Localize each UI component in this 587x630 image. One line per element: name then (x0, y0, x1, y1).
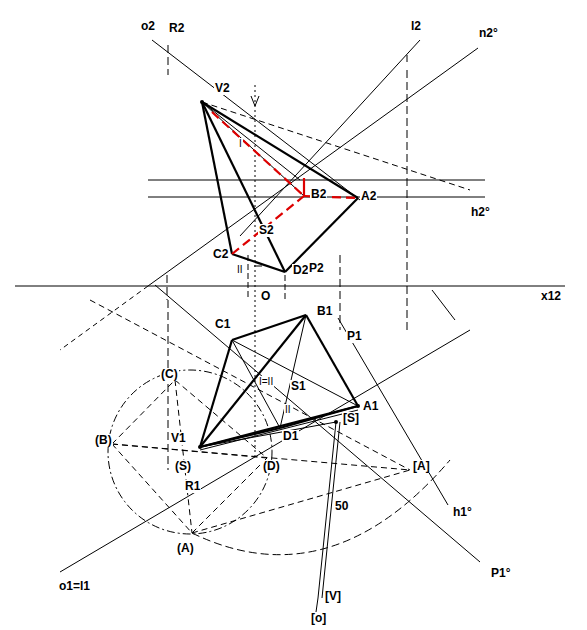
point-label: I=II (258, 376, 274, 387)
point-label: P1° (490, 567, 511, 580)
point-label: P2 (308, 262, 325, 275)
point-label: D2 (292, 264, 309, 277)
point-label: V2 (214, 82, 231, 95)
point-label: l2 (410, 20, 422, 33)
point-label: o1=l1 (58, 580, 91, 593)
point-label: C1 (214, 318, 231, 331)
point-label: I (238, 138, 243, 149)
point-label: (A) (176, 542, 195, 555)
point-label: R1 (184, 480, 201, 493)
point-label: h1° (452, 506, 473, 519)
point-label: V1 (170, 432, 187, 445)
point-label: n2° (478, 27, 499, 40)
point-label: II (284, 404, 292, 415)
point-label: S2 (258, 224, 275, 237)
point-label: o2 (140, 20, 156, 33)
point-label: O (260, 290, 271, 303)
point-label: 50 (334, 500, 349, 513)
point-label: B1 (316, 305, 333, 318)
point-label: (B) (94, 434, 113, 447)
point-label: C2 (212, 248, 229, 261)
point-label: [V] (324, 590, 342, 603)
point-label: h2° (470, 206, 491, 219)
point-label: B2 (310, 188, 327, 201)
point-label: R2 (168, 22, 185, 35)
point-label: (S) (174, 460, 192, 473)
point-label: A2 (360, 190, 377, 203)
point-label: [A] (412, 460, 431, 473)
point-label: x12 (540, 290, 562, 303)
point-label: II (236, 264, 244, 275)
point-label: A1 (362, 400, 379, 413)
point-label: D1 (282, 430, 299, 443)
point-label: (D) (262, 460, 281, 473)
point-label: (C) (160, 368, 179, 381)
point-label: [S] (342, 412, 360, 425)
point-label: S1 (290, 380, 307, 393)
point-label: P1 (346, 330, 363, 343)
point-label: [o] (310, 612, 327, 625)
